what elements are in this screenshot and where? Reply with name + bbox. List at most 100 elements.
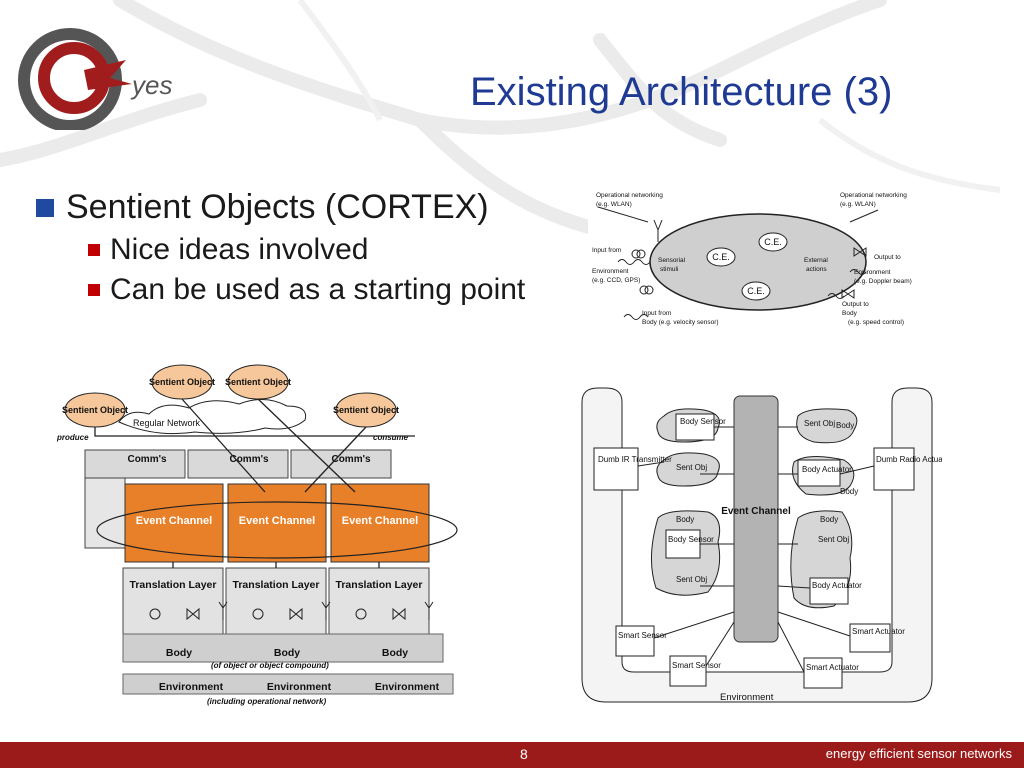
event-channel-ellipse xyxy=(96,501,458,559)
op-net-left-eg: (e.g. WLAN) xyxy=(596,201,632,208)
ce-circle-2 xyxy=(706,247,736,267)
output-body-2: Body xyxy=(842,310,858,317)
output-body-1: Output to xyxy=(842,301,869,308)
body-blob-2 xyxy=(656,452,720,487)
bullet-main: Sentient Objects (CORTEX) xyxy=(36,188,525,227)
actuator-icon xyxy=(841,289,855,299)
output-env-2: Environment xyxy=(854,269,891,276)
sensor-icon xyxy=(149,608,161,620)
body-actuator-box-2 xyxy=(809,577,849,605)
so-arrow-1 xyxy=(181,398,266,493)
body-layer xyxy=(122,633,444,663)
sensorial-2: stimuli xyxy=(660,266,678,273)
network-line xyxy=(94,427,415,437)
event-channel-bar xyxy=(733,395,779,643)
event-channel-label: Event Channel xyxy=(721,506,791,517)
produce-label: produce xyxy=(56,433,89,442)
logo-text: yes xyxy=(130,70,172,100)
event-channel-label-1: Event Channel xyxy=(136,515,212,527)
output-body-3: (e.g. speed control) xyxy=(848,319,904,326)
ce-label-3: C.E. xyxy=(747,286,765,296)
op-arrow-right xyxy=(849,209,879,223)
environment-label-1: Environment xyxy=(159,681,224,693)
sub-bullet-square-icon xyxy=(88,284,100,296)
layer-architecture-diagram: Sentient Object Sentient Object Sentient… xyxy=(55,362,460,710)
body-label-4: Body xyxy=(820,515,838,524)
actuator-icon xyxy=(289,607,303,621)
event-channel-box-2 xyxy=(227,483,327,563)
comms-label-1: Comm's xyxy=(127,454,166,465)
regular-network-label: Regular Network xyxy=(133,418,201,428)
translation-label-1: Translation Layer xyxy=(130,579,217,591)
so-mid2-label: Sentient Object xyxy=(225,377,291,387)
body-sensor-2: Body Sensor xyxy=(668,535,714,544)
comms-label-3: Comm's xyxy=(331,454,370,465)
so-arrow-2 xyxy=(257,398,356,493)
so-arrow-3 xyxy=(304,426,367,493)
output-wave xyxy=(849,269,867,275)
dumb-radio-box xyxy=(873,447,915,491)
environment-label: Environment xyxy=(720,692,774,703)
sentient-object-diagram: Operational networking (e.g. WLAN) Opera… xyxy=(588,182,924,332)
comms-box-2 xyxy=(187,449,289,479)
ce-circle-1 xyxy=(758,232,788,252)
body-actuator-1: Body Actuator xyxy=(802,465,852,474)
input-env-1: Input from xyxy=(592,247,621,254)
output-env-3: (e.g. Doppler beam) xyxy=(854,278,912,285)
translation-layer-box-3 xyxy=(328,567,430,635)
body-label-1: Body xyxy=(166,647,192,659)
sensor-icon xyxy=(252,608,264,620)
environment-label-3: Environment xyxy=(375,681,440,693)
translation-layer-box-2 xyxy=(225,567,327,635)
antenna-icon xyxy=(218,601,228,620)
body-sensor-1: Body Sensor xyxy=(680,417,726,426)
smart-actuator-1: Smart Actuator xyxy=(852,627,905,636)
external-1: External xyxy=(804,257,828,264)
smart-actuator-box-1 xyxy=(849,623,891,653)
dumb-ir-box xyxy=(593,447,639,491)
smart-actuator-box-2 xyxy=(803,657,843,689)
channel-arrows xyxy=(700,543,811,589)
sensor-icon xyxy=(631,249,641,259)
bullet-sub-1: Nice ideas involved xyxy=(88,233,525,267)
bullet-sub-2: Can be used as a starting point xyxy=(88,273,525,307)
body-sensor-box-1 xyxy=(675,413,715,441)
body-actuator-box-1 xyxy=(797,459,841,487)
so-right-label: Sentient Object xyxy=(333,405,399,415)
sent-obj-2: Sent Obj xyxy=(676,463,707,472)
logo-graphic: yes xyxy=(18,28,172,132)
input-env-3: (e.g. CCD, GPS) xyxy=(592,277,640,284)
input-wave xyxy=(617,259,651,265)
dumb-device-arrows xyxy=(637,461,875,475)
event-channel-label-3: Event Channel xyxy=(342,515,418,527)
sensor-icon xyxy=(355,608,367,620)
environment-region xyxy=(581,387,933,703)
environment-layer xyxy=(122,673,454,695)
ce-label-1: C.E. xyxy=(764,237,782,247)
smart-sensor-2: Smart Sensor xyxy=(672,661,721,670)
page-number: 8 xyxy=(520,746,528,762)
input-body-1: Input from xyxy=(642,310,671,317)
channel-arrows xyxy=(700,426,798,475)
body-label-2: Body xyxy=(274,647,300,659)
body-sensor-box-2 xyxy=(665,529,701,559)
antenna-icon xyxy=(321,601,331,620)
layer-arrows xyxy=(172,562,380,568)
translation-label-2: Translation Layer xyxy=(233,579,320,591)
bullet-square-icon xyxy=(36,198,54,217)
op-net-right-eg: (e.g. WLAN) xyxy=(840,201,876,208)
body-note: (of object or object compound) xyxy=(211,661,329,670)
environment-note: (including operational network) xyxy=(207,697,326,706)
footer-text: energy efficient sensor networks xyxy=(825,746,1012,761)
sent-obj-1: Sent Obj xyxy=(804,419,835,428)
actuator-icon xyxy=(186,607,200,621)
channel-arrows xyxy=(653,611,851,673)
translation-label-3: Translation Layer xyxy=(336,579,423,591)
smart-actuator-2: Smart Actuator xyxy=(806,663,859,672)
antenna-icon xyxy=(424,601,434,620)
comms-box-1 xyxy=(84,449,186,479)
bullet-list: Sentient Objects (CORTEX) Nice ideas inv… xyxy=(36,188,525,307)
dumb-ir: Dumb IR Transmitter xyxy=(598,455,672,464)
logo: yes xyxy=(14,20,194,132)
body-label-2: Body xyxy=(840,487,858,496)
